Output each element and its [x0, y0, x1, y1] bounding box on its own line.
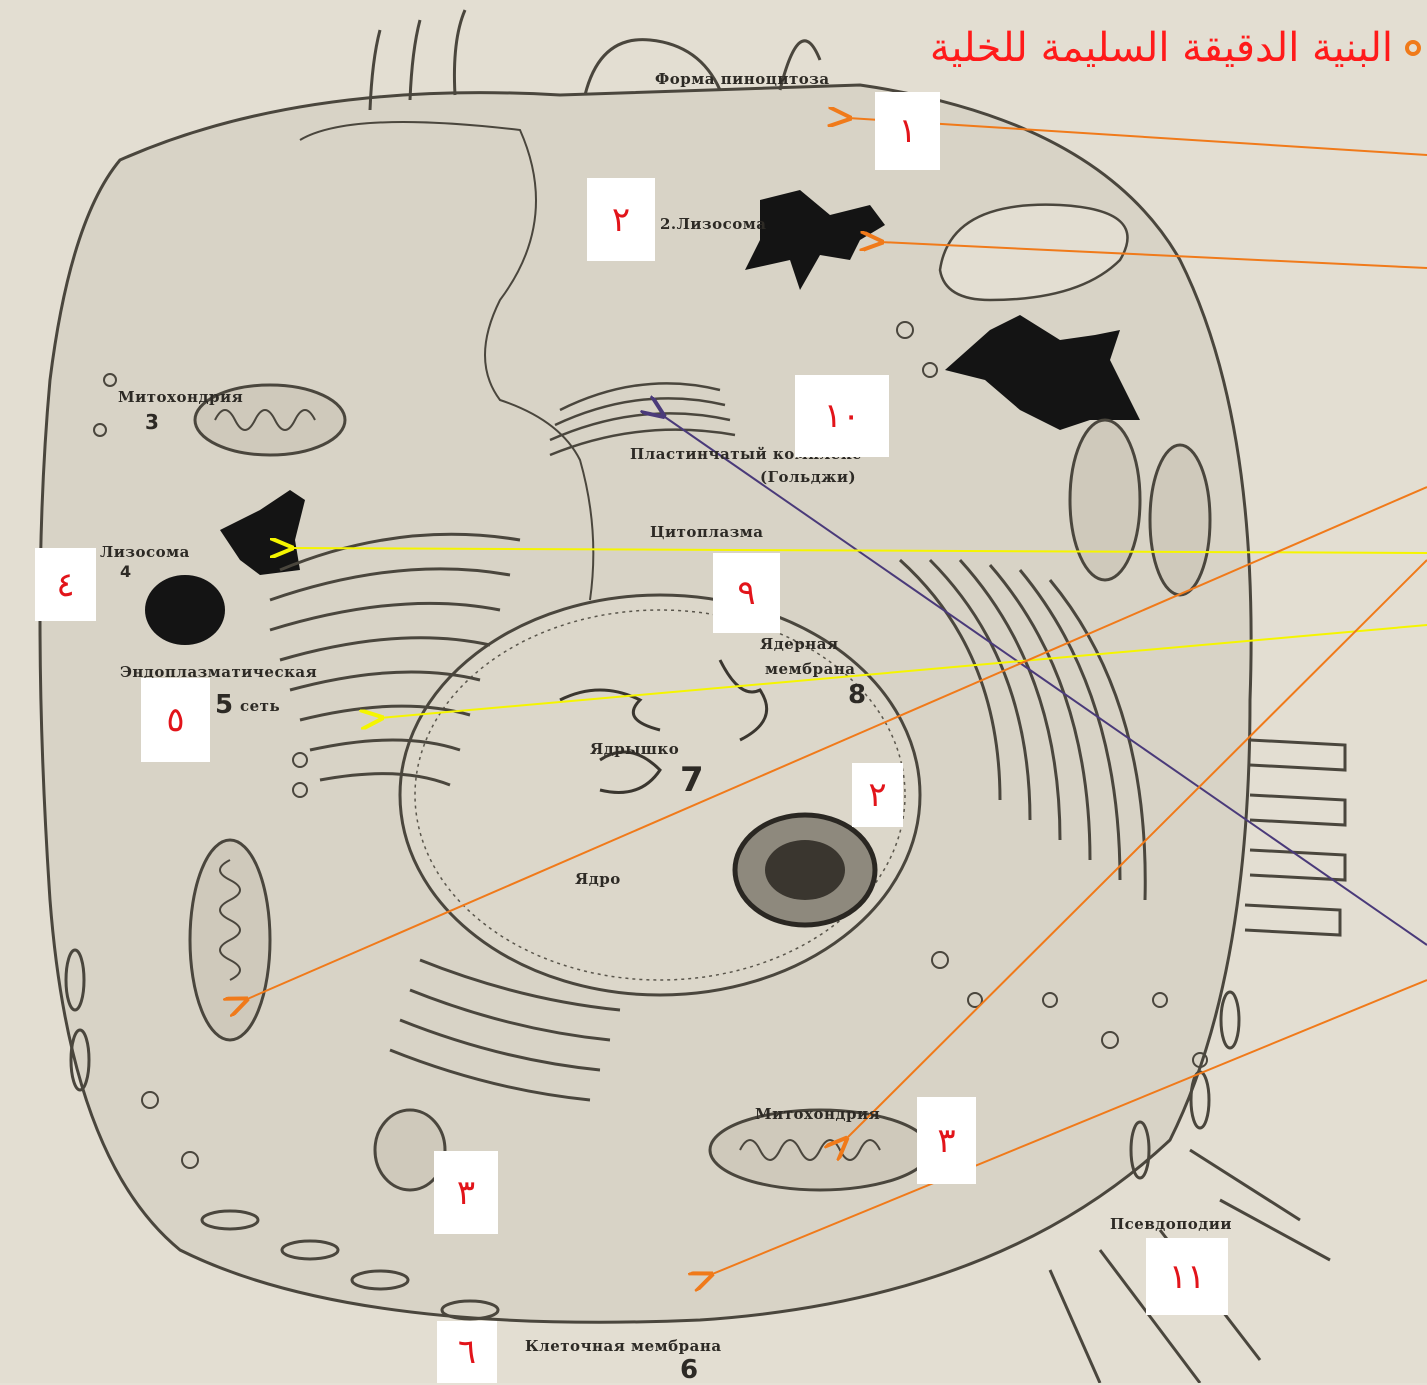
number-box-6: ٦	[437, 1321, 497, 1383]
number-box-9: ٩	[713, 553, 780, 633]
label-nucleolus: Ядрышко	[590, 740, 679, 758]
dark-vesicle	[145, 575, 225, 645]
title-text: البنية الدقيقة السليمة للخلية	[930, 26, 1393, 70]
label-nuclear-membrane: Ядерная	[760, 635, 839, 653]
label-er-net: сеть	[240, 697, 280, 715]
label-cm-num: 6	[680, 1355, 698, 1385]
number-box-11: ١١	[1146, 1238, 1228, 1315]
nucleus	[400, 595, 920, 995]
number-box-3-left: ٣	[434, 1151, 498, 1234]
label-mitochondria-left: Митохондрия	[118, 388, 243, 406]
label-nucleus: Ядро	[575, 870, 621, 888]
label-nm-num: 8	[848, 680, 866, 710]
label-cell-membrane: Клеточная мембрана	[525, 1337, 722, 1355]
number-box-10: ١٠	[795, 375, 889, 457]
number-box-4: ٤	[35, 548, 96, 621]
bullet-icon	[1405, 40, 1421, 56]
label-mitochondria-right: Митохондрия	[755, 1105, 880, 1123]
label-lyso-left-num: 4	[120, 562, 131, 581]
label-nucleolus-num: 7	[680, 760, 704, 800]
label-pinocytosis: Форма пиноцитоза	[655, 70, 830, 88]
label-pseudopodia: Псевдоподии	[1110, 1215, 1232, 1233]
number-box-5: ٥	[141, 678, 210, 762]
label-cytoplasm: Цитоплазма	[650, 523, 764, 541]
label-nuclear-membrane-2: мембрана	[765, 660, 856, 678]
label-golgi-sub: (Гольджи)	[760, 468, 856, 486]
label-lysosome-top: 2.Лизосома	[660, 215, 767, 233]
label-lysosome-left: Лизосома	[100, 543, 190, 561]
number-box-3-right: ٣	[917, 1097, 976, 1184]
number-box-1: ١	[875, 92, 940, 170]
number-box-2-top: ٢	[587, 178, 655, 261]
label-er-num: 5	[215, 690, 233, 720]
number-box-2-middle: ٢	[852, 763, 903, 827]
slide-title: البنية الدقيقة السليمة للخلية	[930, 26, 1421, 70]
label-mito-left-num: 3	[145, 410, 159, 434]
